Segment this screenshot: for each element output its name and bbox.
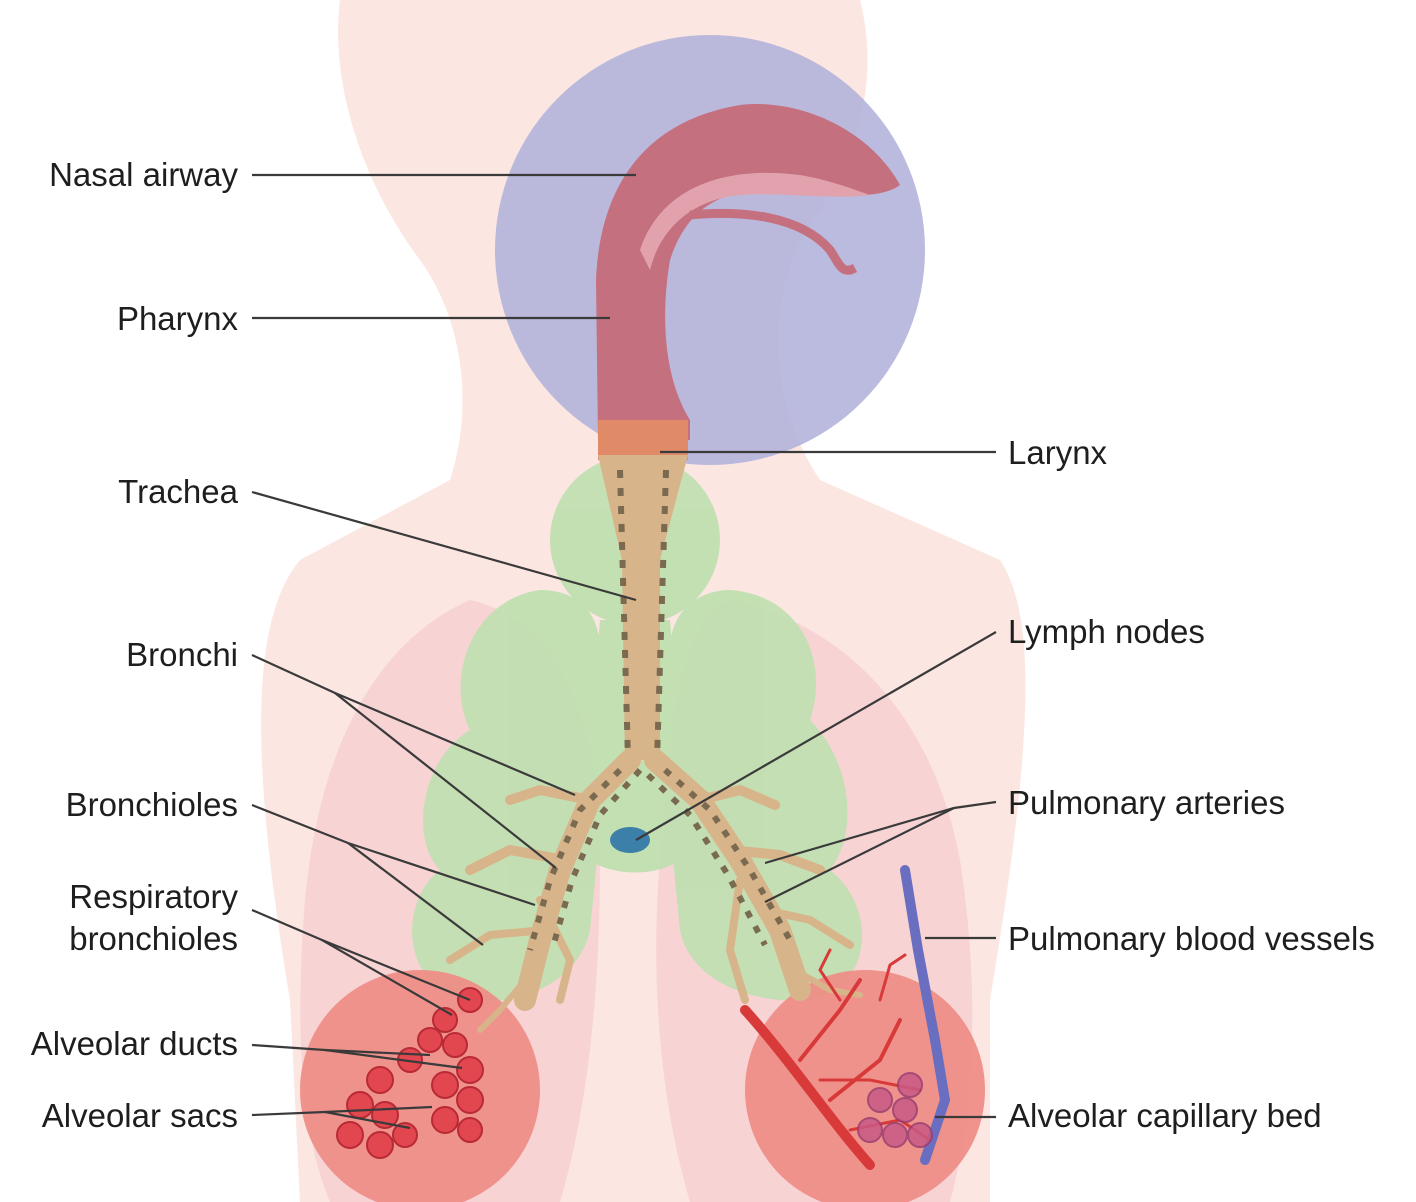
label-bronchi: Bronchi	[126, 636, 238, 673]
alveolus	[883, 1123, 907, 1147]
alveolus	[347, 1092, 373, 1118]
lymph-node	[610, 827, 650, 853]
label-trachea: Trachea	[118, 473, 238, 510]
alveolus	[908, 1123, 932, 1147]
alveolus	[898, 1073, 922, 1097]
alveolus	[367, 1132, 393, 1158]
alveolus	[458, 1118, 482, 1142]
label-respiratory-bronchioles-line1: Respiratory	[69, 878, 238, 915]
alveolus	[367, 1067, 393, 1093]
label-larynx: Larynx	[1008, 434, 1108, 471]
label-respiratory-bronchioles-line2: bronchioles	[69, 920, 238, 957]
larynx-segment	[598, 420, 688, 460]
alveolus	[893, 1098, 917, 1122]
label-pulmonary-blood-vessels: Pulmonary blood vessels	[1008, 920, 1375, 957]
label-alveolar-ducts: Alveolar ducts	[31, 1025, 238, 1062]
label-bronchioles: Bronchioles	[66, 786, 238, 823]
alveolus	[443, 1033, 467, 1057]
right-alveolar-zone	[745, 970, 985, 1202]
alveolus	[337, 1122, 363, 1148]
label-lymph-nodes: Lymph nodes	[1008, 613, 1205, 650]
upper-airway-zone	[495, 35, 925, 465]
alveolus	[457, 1087, 483, 1113]
alveolus	[418, 1028, 442, 1052]
alveolus	[457, 1057, 483, 1083]
alveolus	[858, 1118, 882, 1142]
alveolus	[868, 1088, 892, 1112]
label-pharynx: Pharynx	[117, 300, 239, 337]
alveolus	[432, 1072, 458, 1098]
label-alveolar-capillary-bed: Alveolar capillary bed	[1008, 1097, 1322, 1134]
label-nasal-airway: Nasal airway	[49, 156, 238, 193]
label-alveolar-sacs: Alveolar sacs	[42, 1097, 238, 1134]
alveolus	[432, 1107, 458, 1133]
label-pulmonary-arteries: Pulmonary arteries	[1008, 784, 1285, 821]
